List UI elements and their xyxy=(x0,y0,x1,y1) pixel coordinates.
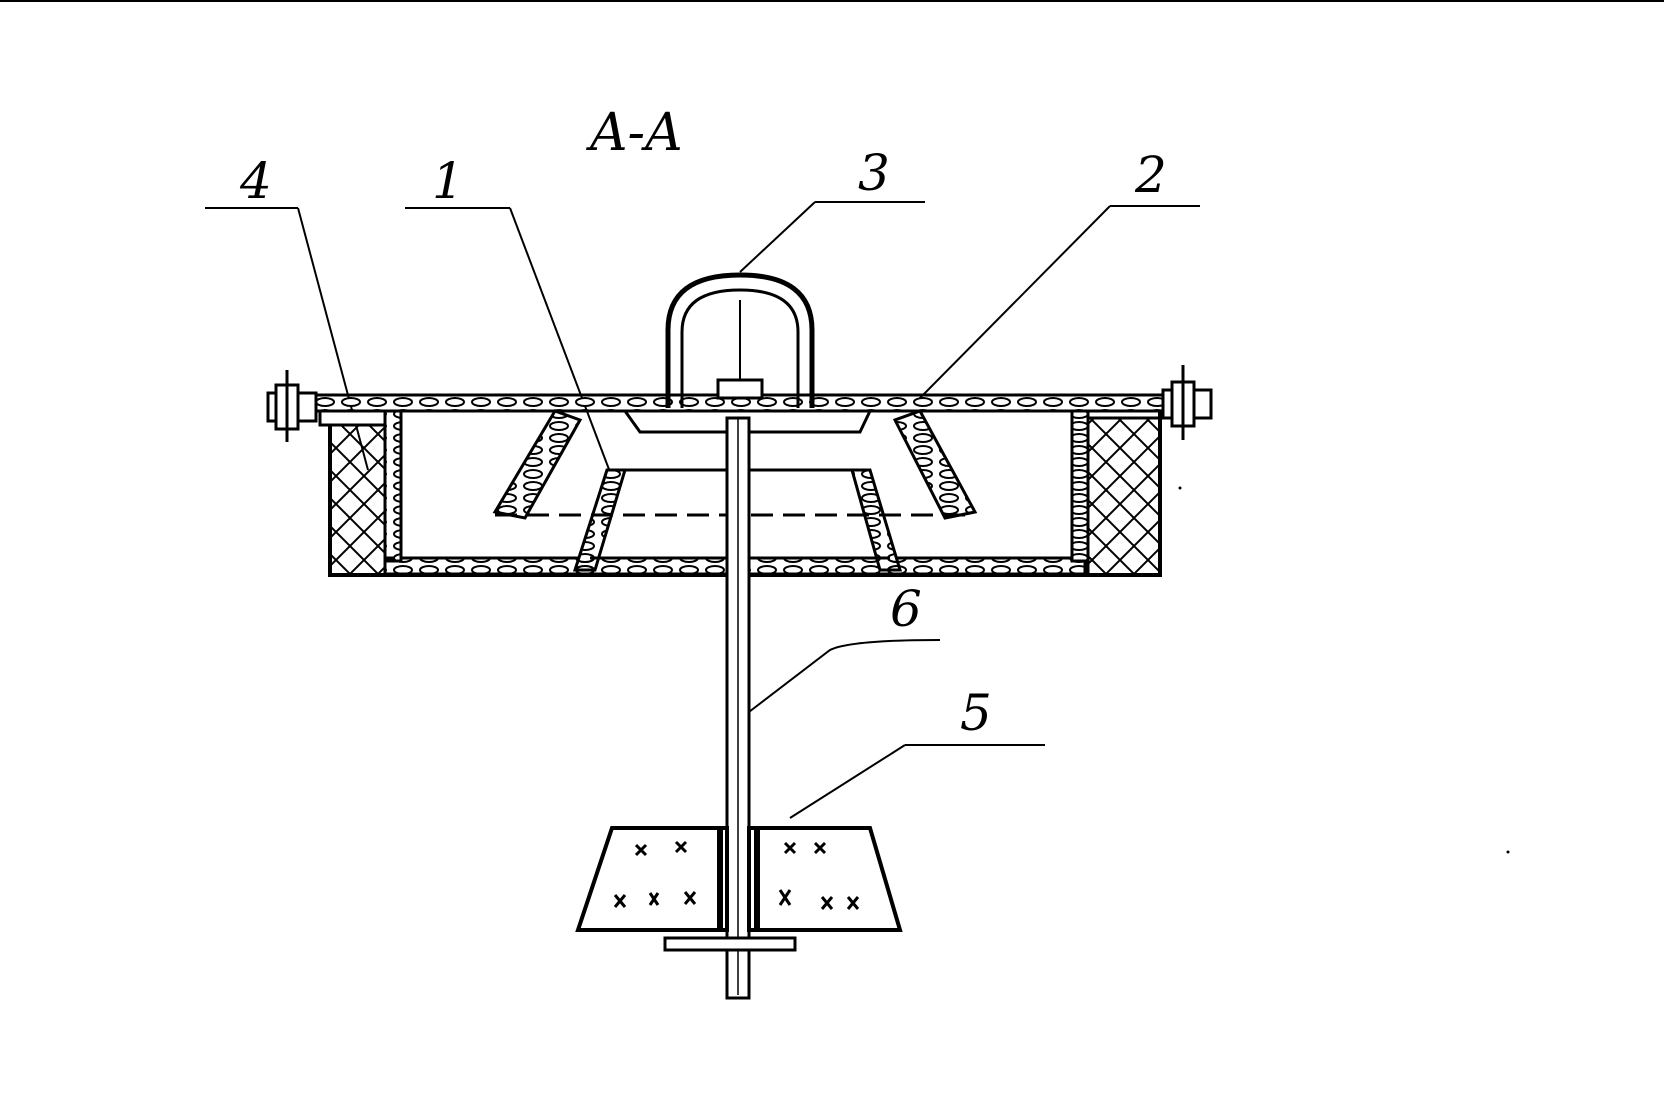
callout-6-group: 6 xyxy=(744,580,941,716)
callout-4: 4 xyxy=(239,152,272,210)
callout-3-group: 3 xyxy=(739,144,925,273)
callout-2-group: 2 xyxy=(919,146,1200,399)
callout-4-group: 4 xyxy=(205,152,369,471)
callout-5-group: 5 xyxy=(789,684,1045,819)
section-title: A-A xyxy=(586,103,683,163)
callout-1: 1 xyxy=(432,152,464,210)
left-bolt xyxy=(266,370,318,442)
callout-6: 6 xyxy=(890,580,922,638)
weight-base xyxy=(575,826,903,952)
stray-dot xyxy=(1506,850,1510,854)
callout-2: 2 xyxy=(1134,146,1167,204)
shaft xyxy=(725,416,751,1000)
lid-assembly xyxy=(268,393,1182,577)
callout-5: 5 xyxy=(960,684,992,742)
right-bolt xyxy=(1161,365,1213,440)
stray-dot xyxy=(1178,486,1182,490)
callout-3: 3 xyxy=(858,144,890,202)
callout-1-group: 1 xyxy=(405,152,611,473)
handle xyxy=(665,272,815,408)
